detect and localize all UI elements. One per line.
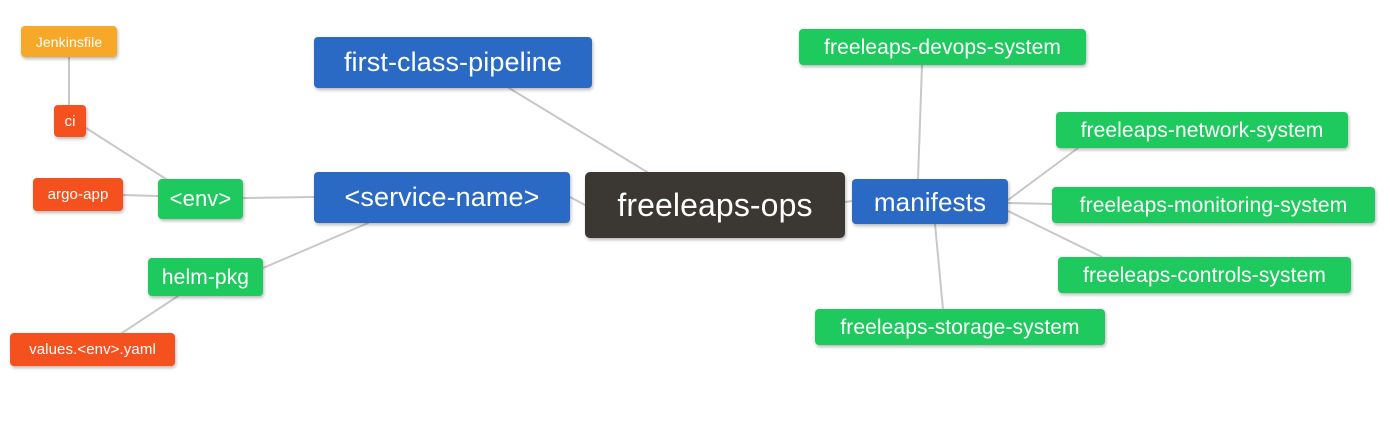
edge-manifests-to-freeleaps-storage-system <box>934 223 944 310</box>
edge-freeleaps-ops-to-manifests <box>844 200 853 203</box>
edge-service-name-to-helm-pkg <box>262 222 369 269</box>
node-argo-app[interactable]: argo-app <box>33 178 123 211</box>
edge-freeleaps-ops-to-service-name <box>569 196 586 206</box>
node-label-freeleaps-devops-system: freeleaps-devops-system <box>824 35 1061 59</box>
node-first-class-pipeline[interactable]: first-class-pipeline <box>314 37 592 88</box>
node-label-freeleaps-monitoring-system: freeleaps-monitoring-system <box>1079 193 1348 217</box>
node-manifests[interactable]: manifests <box>852 179 1008 224</box>
node-label-ci: ci <box>64 112 76 130</box>
edge-env-to-argo-app <box>122 194 159 197</box>
node-label-values-env-yaml: values.<env>.yaml <box>29 341 156 358</box>
node-label-freeleaps-storage-system: freeleaps-storage-system <box>840 315 1080 339</box>
node-helm-pkg[interactable]: helm-pkg <box>148 258 263 296</box>
node-freeleaps-devops-system[interactable]: freeleaps-devops-system <box>799 29 1086 65</box>
edge-manifests-to-freeleaps-monitoring-system <box>1007 202 1053 205</box>
node-values-env-yaml[interactable]: values.<env>.yaml <box>10 333 175 366</box>
node-label-freeleaps-controls-system: freeleaps-controls-system <box>1083 263 1326 287</box>
node-jenkinsfile[interactable]: Jenkinsfile <box>21 26 117 57</box>
node-freeleaps-ops[interactable]: freeleaps-ops <box>585 172 845 238</box>
node-env[interactable]: <env> <box>158 179 243 219</box>
node-freeleaps-storage-system[interactable]: freeleaps-storage-system <box>815 309 1105 345</box>
edge-service-name-to-env <box>242 196 315 199</box>
node-freeleaps-controls-system[interactable]: freeleaps-controls-system <box>1058 257 1351 293</box>
node-freeleaps-network-system[interactable]: freeleaps-network-system <box>1056 112 1348 148</box>
edge-env-to-ci <box>85 127 167 180</box>
edge-freeleaps-ops-to-first-class-pipeline <box>508 87 648 173</box>
node-label-first-class-pipeline: first-class-pipeline <box>343 47 563 77</box>
node-label-helm-pkg: helm-pkg <box>161 265 250 289</box>
node-service-name[interactable]: <service-name> <box>314 172 570 223</box>
node-label-service-name: <service-name> <box>344 182 540 212</box>
node-label-manifests: manifests <box>873 186 987 217</box>
edge-manifests-to-freeleaps-devops-system <box>917 64 923 180</box>
node-label-freeleaps-network-system: freeleaps-network-system <box>1080 118 1324 142</box>
node-label-env: <env> <box>169 186 232 211</box>
node-ci[interactable]: ci <box>54 105 86 137</box>
node-label-argo-app: argo-app <box>47 186 109 203</box>
edge-helm-pkg-to-values-env-yaml <box>121 295 179 334</box>
node-label-jenkinsfile: Jenkinsfile <box>35 33 103 50</box>
node-freeleaps-monitoring-system[interactable]: freeleaps-monitoring-system <box>1052 187 1375 223</box>
node-label-freeleaps-ops: freeleaps-ops <box>617 187 813 223</box>
